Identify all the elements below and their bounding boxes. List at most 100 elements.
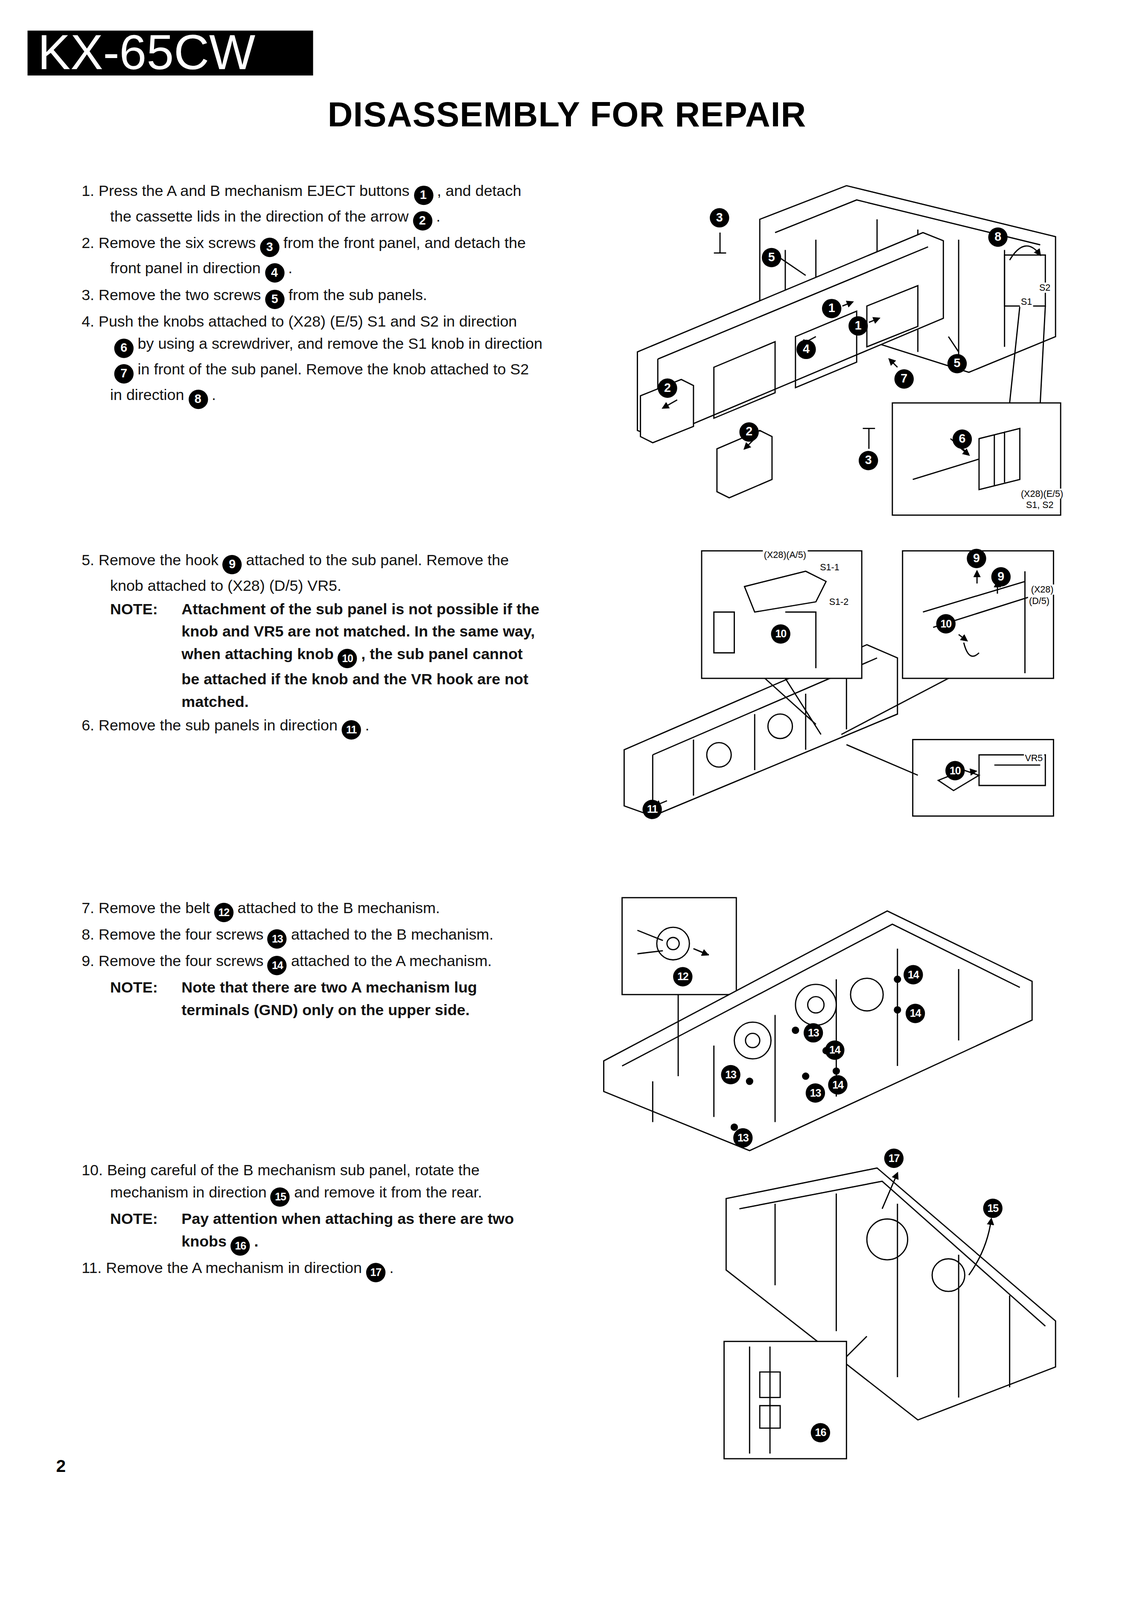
callout-number: 4 <box>264 263 284 283</box>
part-label: (D/5) <box>1028 595 1051 606</box>
callout-number: 4 <box>796 339 816 359</box>
instruction-text: 1. Press the A and B mechanism EJECT but… <box>81 181 410 199</box>
callout-number: 14 <box>903 964 923 985</box>
callout-number: 7 <box>894 369 914 389</box>
callout-number: 11 <box>341 719 361 740</box>
instruction-step: 5. Remove the hook9attached to the sub p… <box>81 548 543 597</box>
part-label: S1, S2 <box>1024 499 1055 511</box>
instruction-step: 6. Remove the sub panels in direction11. <box>81 714 543 740</box>
callout-number: 6 <box>114 338 134 358</box>
note-block: NOTE: Pay attention when attaching as the… <box>81 1207 543 1256</box>
part-label: S1-2 <box>827 596 850 607</box>
callout-number: 15 <box>983 1198 1003 1218</box>
instruction-step: 9. Remove the four screws14attached to t… <box>81 949 543 976</box>
part-label: S2 <box>1038 282 1052 293</box>
callout-number: 14 <box>905 1003 925 1023</box>
instruction-step: 2. Remove the six screws3from the front … <box>81 231 543 283</box>
page-number: 2 <box>55 1456 66 1477</box>
callout-number: 13 <box>720 1064 741 1085</box>
part-label: VR5 <box>1023 752 1044 763</box>
part-label: S1 <box>1020 296 1034 307</box>
instruction-text: . <box>253 1232 259 1250</box>
callout-number: 14 <box>824 1040 845 1060</box>
instruction-text: Note that there are two A mechanism lug … <box>181 978 477 1018</box>
callout-number: 7 <box>114 364 134 384</box>
instruction-text: 6. Remove the sub panels in direction <box>81 715 338 734</box>
callout-number: 5 <box>761 247 782 268</box>
part-label: (X28)(A/5) <box>762 549 808 560</box>
instruction-text: in front of the sub panel. Remove the kn… <box>110 360 529 403</box>
part-label: (X28)(E/5) <box>1020 488 1065 499</box>
instruction-text: attached to the B mechanism. <box>237 898 441 916</box>
callout-number: 12 <box>673 966 693 986</box>
callout-number: 5 <box>265 289 285 309</box>
note-heading: NOTE: <box>81 1207 182 1256</box>
model-number: KX-65CW <box>27 30 314 76</box>
instruction-text: . <box>364 715 370 734</box>
instruction-text: 2. Remove the six screws <box>81 233 256 251</box>
callout-number: 3 <box>709 207 729 228</box>
callout-number: 1 <box>413 185 433 205</box>
note-body: Pay attention when attaching as there ar… <box>181 1207 543 1256</box>
note-label: NOTE: <box>110 599 158 618</box>
callout-number: 3 <box>259 237 280 257</box>
instruction-step: 1. Press the A and B mechanism EJECT but… <box>81 179 543 231</box>
callout-number: 14 <box>827 1075 848 1095</box>
instruction-text: 11. Remove the A mechanism in direction <box>81 1258 362 1277</box>
callout-number: 13 <box>733 1128 753 1148</box>
note-label: NOTE: <box>110 1209 158 1228</box>
callout-number: 9 <box>222 554 242 575</box>
callout-number: 8 <box>988 227 1008 247</box>
callout-number: 2 <box>657 378 677 398</box>
instruction-step: 7. Remove the belt12attached to the B me… <box>81 896 543 922</box>
callout-number: 13 <box>805 1083 825 1103</box>
callout-number: 1 <box>822 298 842 318</box>
callout-number: 17 <box>366 1262 386 1282</box>
callout-number: 17 <box>884 1148 904 1168</box>
instruction-text: and remove it from the rear. <box>294 1183 482 1201</box>
model-band: KX-65CW <box>27 30 314 76</box>
instruction-section: 5. Remove the hook9attached to the sub p… <box>81 548 543 741</box>
page-title: DISASSEMBLY FOR REPAIR <box>261 93 874 135</box>
instruction-text: 5. Remove the hook <box>81 550 219 569</box>
instruction-text: 7. Remove the belt <box>81 898 210 916</box>
callout-number: 10 <box>936 614 956 634</box>
instruction-text: 3. Remove the two screws <box>81 285 261 304</box>
callout-number: 8 <box>188 389 208 409</box>
callout-number: 1 <box>848 316 868 336</box>
instruction-text: 8. Remove the four screws <box>81 924 264 943</box>
instruction-section: 7. Remove the belt12attached to the B me… <box>81 896 543 1022</box>
callout-number: 13 <box>803 1023 823 1043</box>
note-label: NOTE: <box>110 978 158 996</box>
callout-number: 15 <box>270 1186 290 1207</box>
instruction-text: 4. Push the knobs attached to (X28) (E/5… <box>81 311 517 330</box>
instruction-text: from the sub panels. <box>288 285 428 304</box>
instruction-text: . <box>211 385 216 403</box>
callout-number: 2 <box>412 211 432 231</box>
instruction-step: 3. Remove the two screws5from the sub pa… <box>81 283 543 309</box>
callout-number: 16 <box>810 1422 831 1442</box>
note-body: Attachment of the sub panel is not possi… <box>181 597 543 713</box>
instruction-text: by using a screwdriver, and remove the S… <box>137 334 543 353</box>
callout-number: 12 <box>214 902 234 922</box>
instruction-text: . <box>288 259 293 277</box>
instruction-section: 10. Being careful of the B mechanism sub… <box>81 1158 543 1284</box>
instruction-step: 11. Remove the A mechanism in direction1… <box>81 1256 543 1283</box>
callout-number: 3 <box>858 450 878 470</box>
callout-number: 10 <box>770 623 790 644</box>
callout-number: 16 <box>230 1235 250 1256</box>
callout-number: 9 <box>966 548 986 569</box>
callout-number: 10 <box>945 760 965 781</box>
instruction-text: attached to the B mechanism. <box>291 924 494 943</box>
instruction-section: 1. Press the A and B mechanism EJECT but… <box>81 179 543 411</box>
instruction-step: 4. Push the knobs attached to (X28) (E/5… <box>81 309 543 409</box>
note-block: NOTE: Attachment of the sub panel is not … <box>81 597 543 713</box>
callout-number: 10 <box>337 648 357 668</box>
note-heading: NOTE: <box>81 597 182 713</box>
callout-number: 14 <box>267 955 287 975</box>
instruction-text: 9. Remove the four screws <box>81 951 264 969</box>
callout-number: 2 <box>739 422 759 442</box>
callout-number: 6 <box>952 429 972 449</box>
instruction-step: 10. Being careful of the B mechanism sub… <box>81 1158 543 1207</box>
instruction-step: 8. Remove the four screws13attached to t… <box>81 923 543 949</box>
